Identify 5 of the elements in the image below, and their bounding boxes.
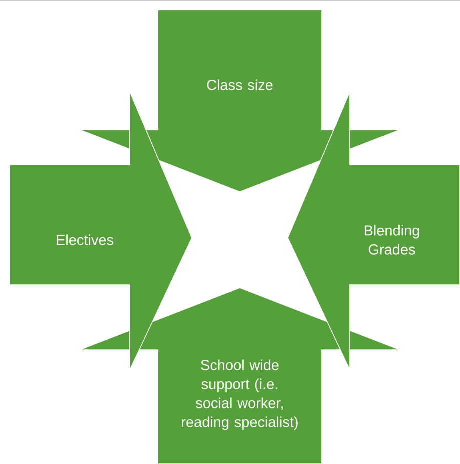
arrow-callout: School wide support (i.e. social worker, reading specialist) (78, 288, 402, 464)
arrow-callout: Class size (78, 10, 402, 192)
node-label: Blending Grades (364, 225, 420, 255)
arrow-callout: Blending Grades (288, 90, 460, 372)
arrow-callout: Electives (10, 90, 192, 372)
